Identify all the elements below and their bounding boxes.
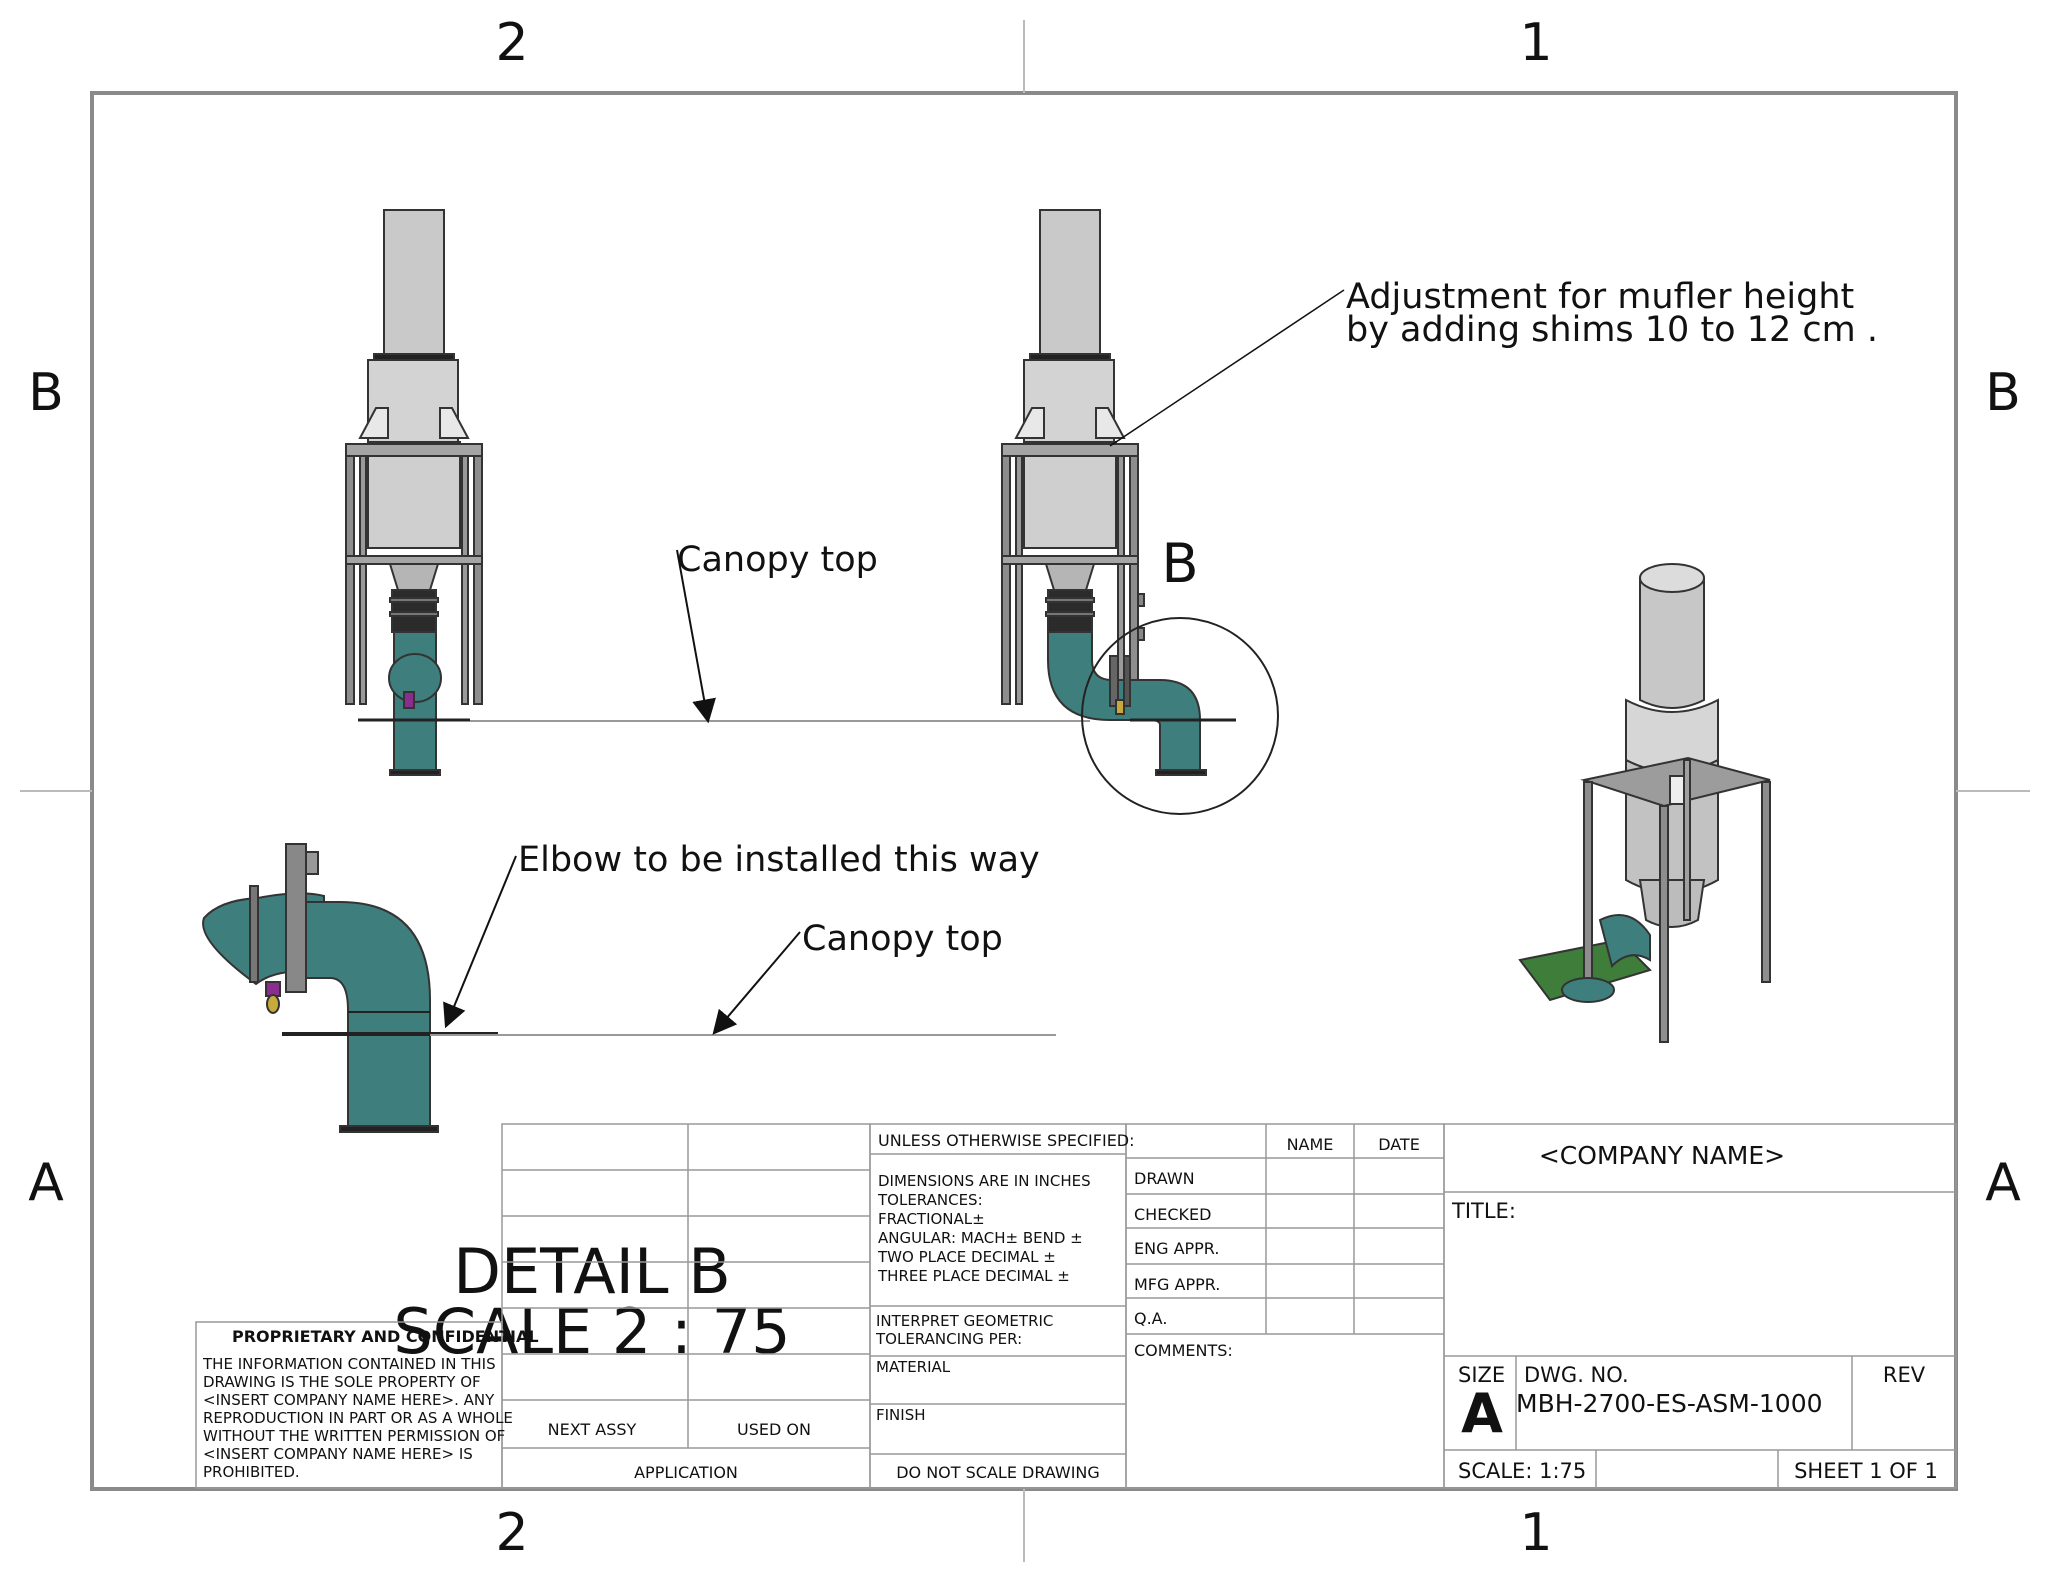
finish-label: FINISH: [876, 1406, 926, 1424]
adjustment-note-line-1: Adjustment for mufler height: [1346, 277, 1854, 317]
zone-label-bottom-1: 1: [1519, 1503, 1552, 1563]
comments-label: COMMENTS:: [1134, 1341, 1233, 1360]
adjustment-leader: [1109, 289, 1345, 447]
role-drawn: DRAWN: [1134, 1169, 1195, 1188]
detail-b-scale: SCALE 2 : 75: [393, 1295, 790, 1368]
zone-label-top-2: 2: [495, 13, 528, 73]
svg-text:TOLERANCES:: TOLERANCES:: [877, 1191, 983, 1209]
isometric-view: [1518, 563, 1771, 1043]
front-view: [345, 209, 483, 776]
svg-text:DRAWING IS THE SOLE PROPERTY O: DRAWING IS THE SOLE PROPERTY OF: [203, 1373, 481, 1391]
do-not-scale-label: DO NOT SCALE DRAWING: [896, 1463, 1100, 1482]
canopy-top-leader-2: [712, 931, 801, 1035]
canopy-top-label-1: Canopy top: [677, 540, 878, 580]
name-column-header: NAME: [1287, 1135, 1334, 1154]
scale-value: SCALE: 1:75: [1458, 1459, 1586, 1483]
company-name: <COMPANY NAME>: [1539, 1141, 1785, 1170]
svg-text:DIMENSIONS ARE IN INCHES: DIMENSIONS ARE IN INCHES: [878, 1172, 1091, 1190]
zone-label-left-a: A: [28, 1153, 64, 1213]
role-checked: CHECKED: [1134, 1205, 1211, 1224]
elbow-note-leader: [443, 855, 517, 1029]
svg-text:THE INFORMATION CONTAINED IN T: THE INFORMATION CONTAINED IN THIS: [202, 1355, 496, 1373]
detail-b-marker: B: [1161, 532, 1198, 595]
sheet-value: SHEET 1 OF 1: [1794, 1459, 1938, 1483]
role-qa: Q.A.: [1134, 1309, 1167, 1328]
zone-label-top-1: 1: [1519, 13, 1552, 73]
proprietary-heading: PROPRIETARY AND CONFIDENTIAL: [232, 1327, 539, 1346]
interpret-label-2: TOLERANCING PER:: [875, 1330, 1022, 1348]
svg-text:<INSERT COMPANY NAME HERE>. A: <INSERT COMPANY NAME HERE>. ANY: [203, 1391, 495, 1409]
svg-text:THREE PLACE DECIMAL ±: THREE PLACE DECIMAL ±: [877, 1267, 1070, 1285]
elbow-note-label: Elbow to be installed this way: [518, 840, 1040, 880]
svg-text:FRACTIONAL±: FRACTIONAL±: [878, 1210, 985, 1228]
canopy-top-label-2: Canopy top: [802, 919, 1003, 959]
svg-text:TWO PLACE DECIMAL ±: TWO PLACE DECIMAL ±: [877, 1248, 1056, 1266]
dwg-no-value: MBH-2700-ES-ASM-1000: [1516, 1389, 1823, 1418]
rev-label: REV: [1883, 1363, 1926, 1387]
svg-text:ANGULAR: MACH± BEND ±: ANGULAR: MACH± BEND ±: [878, 1229, 1083, 1247]
tolerance-notes: DIMENSIONS ARE IN INCHES TOLERANCES: FRA…: [877, 1172, 1091, 1285]
canopy-top-leader-1: [676, 549, 716, 724]
role-eng-appr: ENG APPR.: [1134, 1239, 1219, 1258]
material-label: MATERIAL: [876, 1358, 951, 1376]
detail-b-view: [202, 843, 498, 1133]
detail-b-title: DETAIL B: [453, 1235, 730, 1308]
detail-b-circle: [1081, 617, 1279, 815]
date-column-header: DATE: [1378, 1135, 1420, 1154]
next-assy-label: NEXT ASSY: [548, 1420, 637, 1439]
interpret-label-1: INTERPRET GEOMETRIC: [876, 1312, 1053, 1330]
adjustment-note-line-2: by adding shims 10 to 12 cm .: [1346, 310, 1878, 350]
svg-text:WITHOUT THE WRITTEN PERMISSION: WITHOUT THE WRITTEN PERMISSION OF: [203, 1427, 505, 1445]
size-label: SIZE: [1458, 1363, 1505, 1387]
proprietary-text: THE INFORMATION CONTAINED IN THIS DRAWIN…: [202, 1355, 513, 1481]
sheet-border: [20, 20, 2030, 1562]
dwg-no-label: DWG. NO.: [1524, 1363, 1629, 1387]
used-on-label: USED ON: [737, 1420, 811, 1439]
side-view: [1001, 209, 1236, 776]
zone-label-right-a: A: [1985, 1153, 2021, 1213]
size-value: A: [1461, 1382, 1503, 1445]
application-label: APPLICATION: [634, 1463, 738, 1482]
svg-text:REPRODUCTION IN PART OR AS A W: REPRODUCTION IN PART OR AS A WHOLE: [203, 1409, 513, 1427]
svg-text:PROHIBITED.: PROHIBITED.: [203, 1463, 300, 1481]
role-mfg-appr: MFG APPR.: [1134, 1275, 1220, 1294]
zone-label-bottom-2: 2: [495, 1503, 528, 1563]
svg-text:<INSERT COMPANY NAME HERE> IS: <INSERT COMPANY NAME HERE> IS: [203, 1445, 473, 1463]
zone-label-right-b: B: [1985, 363, 2021, 423]
unless-specified-label: UNLESS OTHERWISE SPECIFIED:: [878, 1131, 1135, 1150]
title-label: TITLE:: [1451, 1199, 1516, 1223]
title-block: [195, 1123, 1957, 1489]
zone-label-left-b: B: [28, 363, 64, 423]
